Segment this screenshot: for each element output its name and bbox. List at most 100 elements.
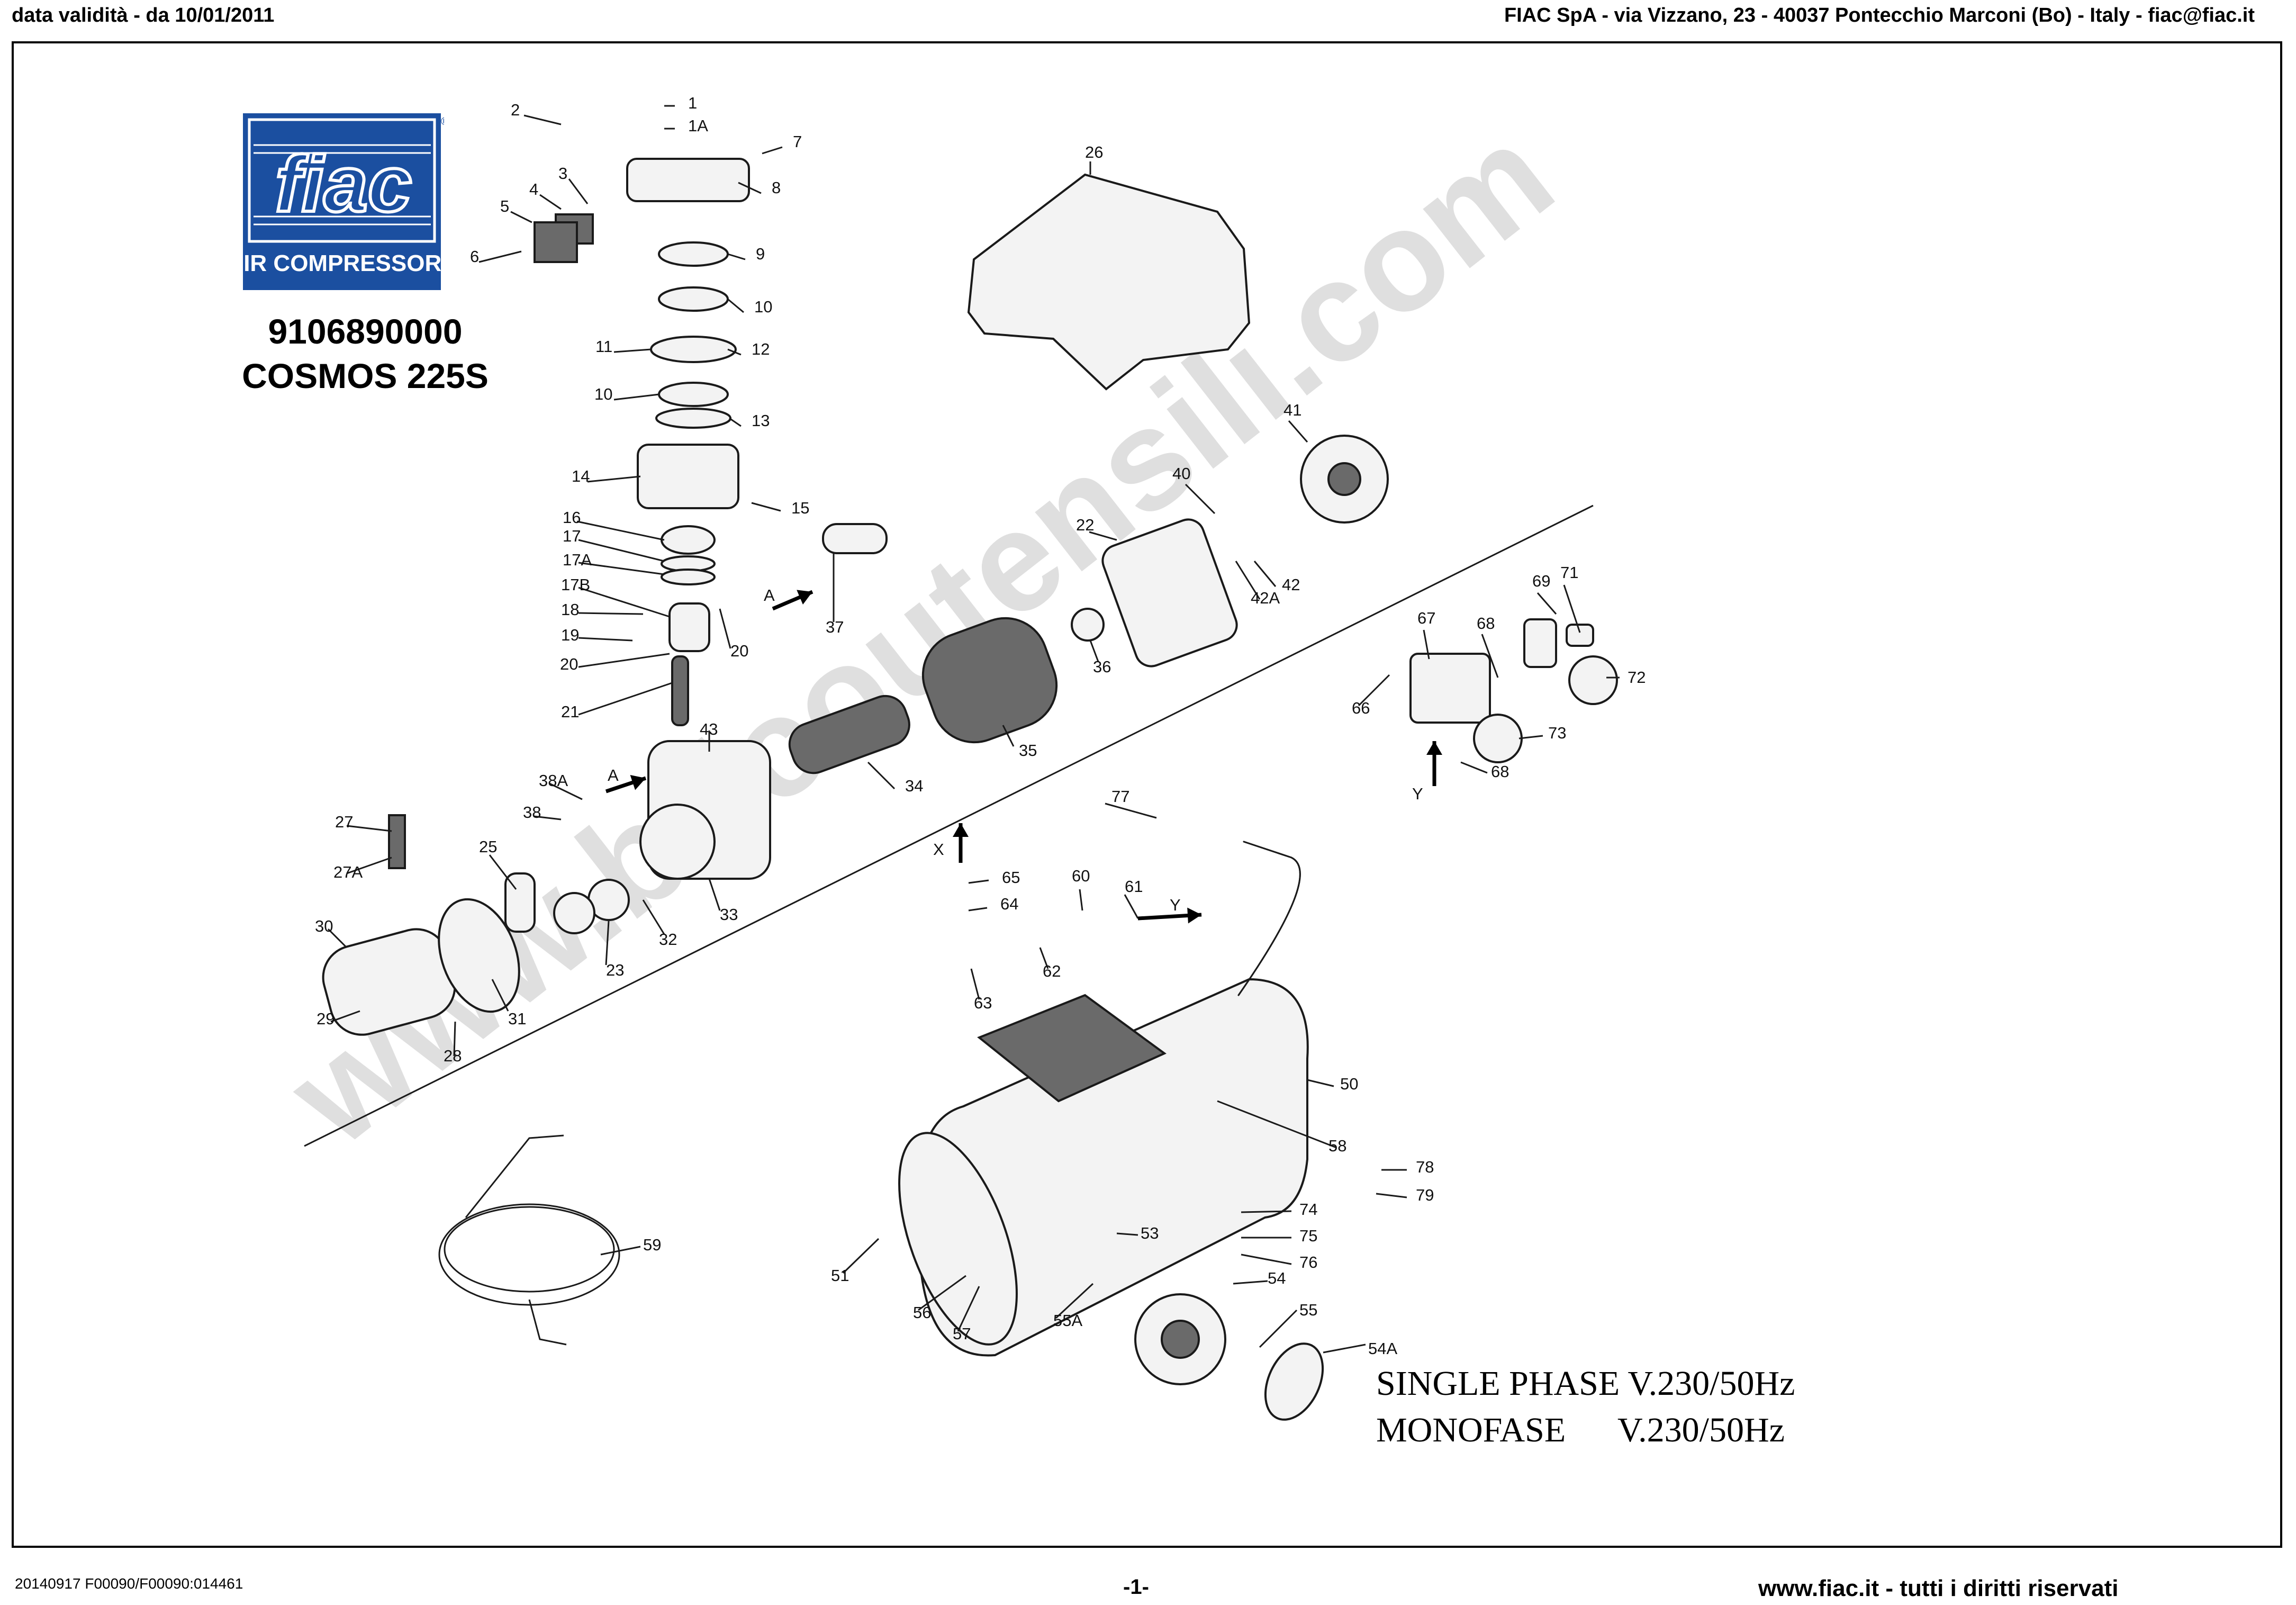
callout-leader [867, 761, 896, 790]
part-callout: 9 [756, 245, 765, 263]
part-callout: 32 [659, 930, 677, 949]
part-callout: 38A [539, 771, 568, 790]
callout-leader [453, 1021, 456, 1057]
part-air-tank [898, 841, 1324, 1421]
callout-leader [762, 146, 783, 155]
callout-leader [578, 587, 670, 618]
callout-leader [489, 854, 517, 890]
part-callout: 54A [1368, 1339, 1397, 1358]
fiac-logo: fiac AIR COMPRESSORS ® [243, 113, 444, 290]
part-callout: 8 [772, 178, 781, 197]
flow-arrows: A A X Y Y [605, 586, 1442, 924]
part-callout: 13 [752, 411, 770, 430]
callout-leader [727, 298, 744, 313]
callout-leader [613, 393, 659, 401]
part-callout: 69 [1532, 572, 1550, 590]
part-callout: 6 [470, 247, 479, 266]
callout-leader [1481, 634, 1499, 678]
callout-leader [729, 417, 742, 427]
callout-leader [578, 682, 673, 716]
flow-arrow-label: X [933, 840, 944, 859]
part-callout: 11 [595, 337, 612, 356]
part-callout: 42A [1251, 589, 1280, 607]
callout-leader [578, 539, 665, 562]
callout-leader [578, 637, 633, 642]
callout-leader [1235, 561, 1261, 600]
callout-leader [1288, 420, 1308, 443]
part-callout: 1A [688, 116, 708, 135]
part-callout: 7 [793, 132, 802, 151]
part-end-cover [322, 814, 536, 1036]
part-callout: 78 [1416, 1158, 1434, 1176]
part-callout: 55A [1053, 1311, 1082, 1330]
part-callout: 33 [720, 905, 738, 924]
callout-leader [510, 211, 532, 223]
part-callout: 2 [511, 101, 520, 119]
callout-leader [1518, 735, 1543, 740]
part-callout: 16 [563, 508, 581, 527]
part-callout: 51 [831, 1266, 849, 1285]
callout-leader [600, 1246, 641, 1256]
validity-date: data validità - da 10/01/2011 [12, 4, 275, 26]
callout-leader [1039, 947, 1049, 969]
flow-arrow: A [605, 766, 647, 794]
part-pressure-switch [1409, 618, 1618, 763]
part-callout: 75 [1299, 1227, 1317, 1245]
part-callout: 53 [1141, 1224, 1159, 1242]
callout-leader [330, 1010, 360, 1023]
part-callout: 54 [1268, 1269, 1286, 1287]
part-callout: 68 [1477, 614, 1495, 633]
part-callout: 36 [1093, 657, 1111, 676]
callout-leader [1002, 725, 1015, 747]
logo-tagline: AIR COMPRESSORS [243, 250, 444, 276]
callout-leader [738, 182, 762, 194]
callout-leader [539, 194, 562, 210]
part-callout: 73 [1548, 724, 1566, 742]
part-callout: 37 [826, 618, 844, 636]
callout-leader [1536, 592, 1557, 615]
part-callout: 29 [317, 1009, 335, 1028]
callout-leader [1055, 1283, 1094, 1319]
callout-leader [1423, 629, 1430, 660]
callout-leader [957, 1286, 980, 1332]
callout-leader [327, 928, 348, 949]
flow-arrow: Y [1137, 896, 1202, 924]
flow-arrow: X [933, 823, 969, 863]
page-number: -1- [1123, 1575, 1149, 1599]
part-fan-shroud [967, 173, 1251, 391]
logo-inner-frame [248, 118, 436, 243]
model-name: COSMOS 225S [242, 356, 489, 395]
flow-arrow: Y [1412, 741, 1442, 803]
part-callout: 18 [561, 600, 579, 619]
part-callout: 65 [1002, 868, 1020, 887]
callout-leader [642, 899, 665, 935]
part-callout: 4 [529, 180, 538, 199]
callout-leader [1323, 1343, 1366, 1354]
part-callout: 1 [688, 94, 697, 112]
logo-brand: fiac [275, 139, 412, 228]
supply-monofase: MONOFASE V.230/50Hz [1376, 1411, 1785, 1449]
part-callout: 35 [1019, 741, 1037, 760]
part-callout: 62 [1043, 962, 1061, 980]
flow-arrow-label: A [764, 586, 775, 605]
callout-leader [1376, 1193, 1407, 1198]
part-callout: 17B [561, 575, 590, 594]
part-callout: 26 [1085, 143, 1103, 161]
callout-leader [968, 907, 988, 912]
part-callout: 14 [572, 467, 590, 485]
callout-leader [1124, 894, 1139, 919]
part-callout: 40 [1172, 464, 1190, 483]
callout-leader [727, 253, 746, 260]
part-callout: 30 [315, 917, 333, 935]
part-callout: 77 [1111, 787, 1129, 806]
callout-leader [1233, 1280, 1268, 1285]
callout-leader [613, 348, 652, 353]
callout-leader [587, 475, 641, 483]
company-address: FIAC SpA - via Vizzano, 23 - 40037 Ponte… [1504, 4, 2255, 26]
callout-leader [1563, 584, 1581, 633]
part-callout: 74 [1299, 1200, 1317, 1219]
part-callout: 15 [791, 499, 809, 517]
callout-leader [576, 520, 665, 541]
callout-leader [1079, 889, 1083, 911]
